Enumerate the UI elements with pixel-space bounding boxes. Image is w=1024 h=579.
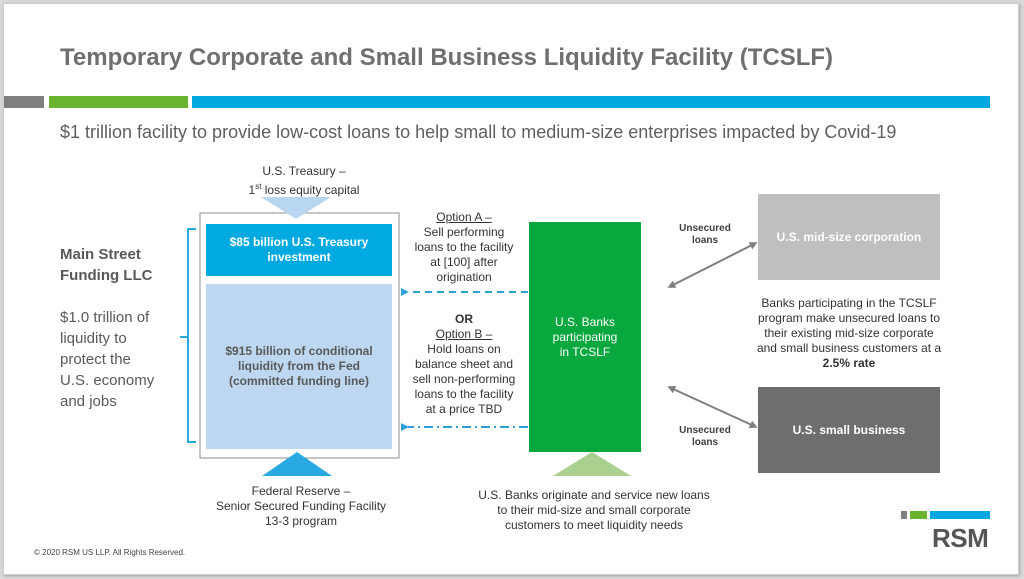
logo-blue-bar	[930, 511, 990, 519]
rsm-logo: RSM	[932, 523, 989, 553]
description-line-4: U.S. economy	[60, 372, 155, 389]
rate-description-line-4: and small business customers at a	[756, 341, 942, 355]
logo-gray-square	[901, 511, 907, 519]
option-b-line-3: sell non-performing	[412, 372, 516, 386]
main-street-heading-line-2: Funding LLC	[60, 267, 153, 284]
description-line-2: liquidity to	[60, 330, 127, 347]
option-b-line-2: balance sheet and	[414, 357, 514, 371]
rate-description-line-5: 2.5% rate	[822, 356, 876, 370]
fed-triangle	[262, 452, 332, 476]
treasury-label-line-1: U.S. Treasury –	[262, 164, 346, 178]
description-line-3: protect the	[60, 351, 131, 368]
treasury-label: U.S. Treasury – 1st loss equity capital	[214, 164, 394, 198]
unsecured-loans-bottom-label: Unsecured loans	[670, 425, 740, 449]
midsize-corporation-box: U.S. mid-size corporation	[758, 194, 940, 280]
main-street-description: $1.0 trillion of liquidity to protect th…	[60, 307, 154, 412]
option-a-line-2: loans to the facility	[414, 240, 514, 254]
rate-description-line-1: Banks participating in the TCSLF	[761, 296, 937, 310]
option-b-line-4: loans to the facility	[414, 387, 514, 401]
banks-label-line-1: U.S. Banks originate and service new loa…	[478, 488, 710, 502]
or-label: OR	[455, 312, 473, 326]
treasury-investment-box: $85 billion U.S. Treasury investment	[206, 224, 392, 276]
main-street-heading: Main Street Funding LLC	[60, 244, 152, 286]
treasury-triangle	[261, 197, 331, 219]
fed-label: Federal Reserve – Senior Secured Funding…	[196, 484, 406, 529]
option-a-line-1: Sell performing	[423, 225, 505, 239]
option-a-line-3: at [100] after	[430, 255, 498, 269]
description-line-5: and jobs	[60, 393, 117, 410]
option-b-line-5: at a price TBD	[425, 402, 503, 416]
funding-bracket	[180, 228, 196, 443]
treasury-box-line-1: $85 billion U.S. Treasury	[229, 235, 369, 249]
us-banks-box: U.S. Banks participating in TCSLF	[529, 222, 641, 452]
green-accent-bar	[49, 96, 188, 108]
small-business-box: U.S. small business	[758, 387, 940, 473]
unsecured-bottom-line-2: loans	[691, 437, 719, 448]
option-b-line-1: Hold loans on	[427, 342, 501, 356]
banks-label-line-3: customers to meet liquidity needs	[504, 518, 684, 532]
blue-accent-bar	[192, 96, 990, 108]
slide-subtitle: $1 trillion facility to provide low-cost…	[60, 122, 897, 142]
fed-liquidity-box: $915 billion of conditional liquidity fr…	[206, 284, 392, 449]
rate-description: Banks participating in the TCSLF program…	[740, 296, 958, 371]
option-a-title: Option A –	[436, 210, 492, 224]
unsecured-top-line-1: Unsecured	[679, 223, 731, 234]
option-b-text: OR Option B – Hold loans on balance shee…	[404, 312, 524, 417]
banks-box-line-1: U.S. Banks	[554, 314, 616, 329]
unsecured-bottom-line-1: Unsecured	[679, 425, 731, 436]
main-street-heading-line-1: Main Street	[60, 246, 141, 263]
banks-label-line-2: to their mid-size and small corporate	[497, 503, 691, 517]
banks-box-line-3: in TCSLF	[559, 344, 611, 359]
rate-description-line-2: program make unsecured loans to	[757, 311, 941, 325]
banks-triangle	[553, 452, 631, 476]
fed-box-line-2: liquidity from the Fed	[237, 359, 360, 373]
slide: Temporary Corporate and Small Business L…	[3, 3, 1019, 575]
rate-description-line-3: their existing mid-size corporate	[764, 326, 934, 340]
option-b-title: Option B –	[435, 327, 493, 341]
small-business-loan-arrow	[667, 386, 758, 428]
banks-label: U.S. Banks originate and service new loa…	[459, 488, 729, 533]
copyright-notice: © 2020 RSM US LLP. All Rights Reserved.	[34, 548, 186, 557]
fed-box-line-1: $915 billion of conditional	[225, 344, 373, 358]
banks-box-line-2: participating	[552, 329, 618, 344]
fed-label-line-3: 13-3 program	[264, 514, 338, 528]
treasury-label-line-2: 1st loss equity capital	[248, 182, 360, 197]
unsecured-loans-top-label: Unsecured loans	[670, 223, 740, 247]
treasury-box-line-2: investment	[267, 250, 331, 264]
unsecured-top-line-2: loans	[691, 235, 719, 246]
option-a-text: Option A – Sell performing loans to the …	[404, 210, 524, 285]
gray-accent-bar	[4, 96, 44, 108]
midsize-loan-arrow	[667, 242, 758, 288]
diagram-graphics	[180, 197, 758, 476]
fed-label-line-2: Senior Secured Funding Facility	[215, 499, 387, 513]
fed-label-line-1: Federal Reserve –	[251, 484, 351, 498]
option-a-line-4: origination	[436, 270, 492, 284]
slide-title: Temporary Corporate and Small Business L…	[60, 44, 834, 71]
logo-green-bar	[910, 511, 927, 519]
description-line-1: $1.0 trillion of	[60, 309, 150, 326]
fed-box-line-3: (committed funding line)	[228, 374, 369, 388]
